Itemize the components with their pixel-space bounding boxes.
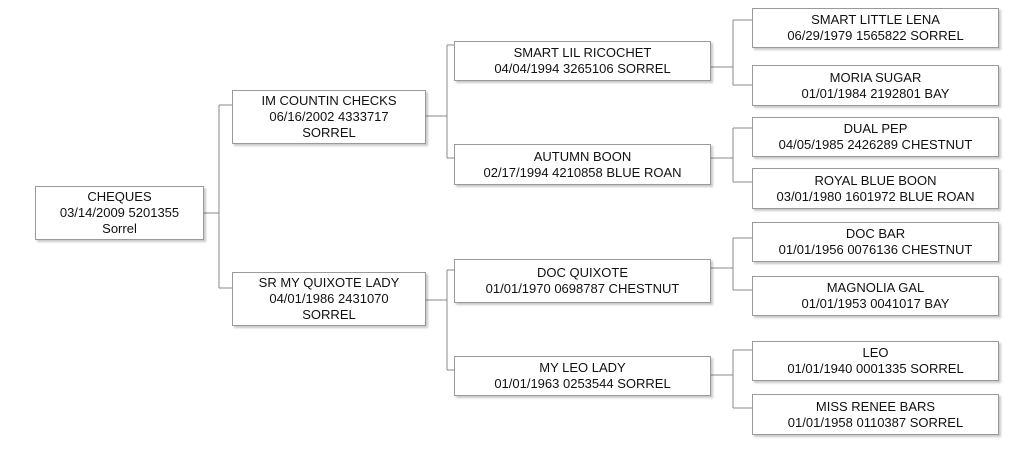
horse-details: 01/01/1963 0253544 SORREL bbox=[494, 376, 671, 391]
pedigree-box-ds-dam: MAGNOLIA GAL 01/01/1953 0041017 BAY bbox=[752, 276, 999, 316]
pedigree-box-sire-sire: SMART LIL RICOCHET 04/04/1994 3265106 SO… bbox=[454, 41, 711, 81]
horse-name: MISS RENEE BARS bbox=[815, 398, 936, 414]
horse-name: DUAL PEP bbox=[843, 121, 908, 136]
pedigree-box-dam: SR MY QUIXOTE LADY 04/01/1986 2431070 SO… bbox=[232, 272, 426, 326]
pedigree-box-sd-dam: ROYAL BLUE BOON 03/01/1980 1601972 BLUE … bbox=[752, 168, 999, 209]
pedigree-box-dam-sire: DOC QUIXOTE 01/01/1970 0698787 CHESTNUT bbox=[454, 259, 711, 303]
pedigree-box-dd-sire: LEO 01/01/1940 0001335 SORREL bbox=[752, 341, 999, 381]
pedigree-box-dd-dam: MISS RENEE BARS 01/01/1958 0110387 SORRE… bbox=[752, 394, 999, 435]
horse-name: MORIA SUGAR bbox=[829, 69, 922, 85]
pedigree-box-ss-sire: SMART LITTLE LENA 06/29/1979 1565822 SOR… bbox=[752, 8, 999, 48]
horse-details: 03/14/2009 5201355 bbox=[59, 205, 180, 220]
horse-color: SORREL bbox=[302, 125, 356, 140]
pedigree-box-dam-dam: MY LEO LADY 01/01/1963 0253544 SORREL bbox=[454, 356, 711, 396]
horse-details: 02/17/1994 4210858 BLUE ROAN bbox=[483, 164, 682, 180]
pedigree-box-sd-sire: DUAL PEP 04/05/1985 2426289 CHESTNUT bbox=[752, 117, 999, 157]
horse-details: 01/01/1970 0698787 CHESTNUT bbox=[485, 281, 680, 296]
horse-name: ROYAL BLUE BOON bbox=[814, 172, 937, 188]
horse-details: 01/01/1956 0076136 CHESTNUT bbox=[778, 242, 973, 257]
horse-name: SR MY QUIXOTE LADY bbox=[258, 275, 400, 290]
horse-color: Sorrel bbox=[102, 221, 137, 236]
horse-details: 01/01/1940 0001335 SORREL bbox=[787, 361, 964, 376]
horse-details: 06/29/1979 1565822 SORREL bbox=[787, 28, 964, 43]
horse-name: LEO bbox=[862, 345, 889, 360]
horse-color: SORREL bbox=[302, 307, 356, 322]
horse-details: 03/01/1980 1601972 BLUE ROAN bbox=[776, 188, 975, 204]
horse-name: DOC QUIXOTE bbox=[536, 265, 628, 280]
pedigree-box-sire: IM COUNTIN CHECKS 06/16/2002 4333717 SOR… bbox=[232, 90, 426, 144]
horse-name: MY LEO LADY bbox=[539, 360, 626, 375]
pedigree-box-sire-dam: AUTUMN BOON 02/17/1994 4210858 BLUE ROAN bbox=[454, 144, 711, 185]
horse-details: 04/01/1986 2431070 bbox=[269, 291, 389, 306]
horse-name: DOC BAR bbox=[845, 226, 906, 241]
horse-details: 01/01/1958 0110387 SORREL bbox=[787, 414, 964, 430]
horse-details: 04/04/1994 3265106 SORREL bbox=[494, 61, 671, 76]
horse-details: 01/01/1984 2192801 BAY bbox=[801, 85, 950, 101]
horse-details: 06/16/2002 4333717 bbox=[269, 109, 389, 124]
pedigree-box-ds-sire: DOC BAR 01/01/1956 0076136 CHESTNUT bbox=[752, 222, 999, 262]
horse-name: CHEQUES bbox=[87, 189, 152, 204]
horse-details: 04/05/1985 2426289 CHESTNUT bbox=[778, 137, 973, 152]
horse-name: MAGNOLIA GAL bbox=[826, 280, 925, 295]
horse-name: SMART LITTLE LENA bbox=[811, 12, 940, 27]
horse-name: IM COUNTIN CHECKS bbox=[261, 93, 397, 108]
horse-name: AUTUMN BOON bbox=[533, 148, 632, 164]
horse-details: 01/01/1953 0041017 BAY bbox=[801, 296, 950, 311]
horse-name: SMART LIL RICOCHET bbox=[513, 45, 652, 60]
pedigree-box-subject: CHEQUES 03/14/2009 5201355 Sorrel bbox=[35, 186, 204, 240]
pedigree-box-ss-dam: MORIA SUGAR 01/01/1984 2192801 BAY bbox=[752, 65, 999, 106]
